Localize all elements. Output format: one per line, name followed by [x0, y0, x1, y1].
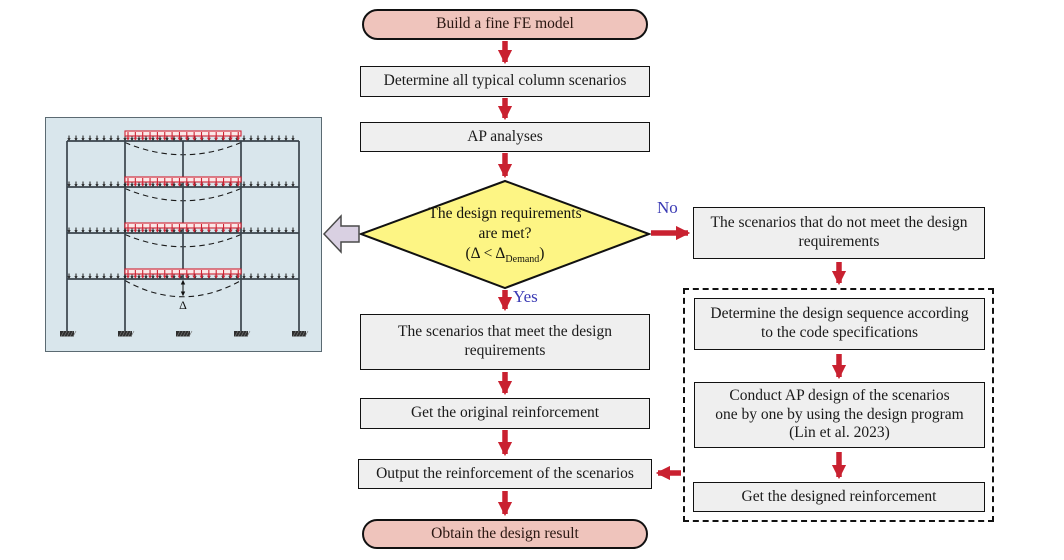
scenarios-not-meet-node: The scenarios that do not meet the desig… — [693, 207, 985, 259]
conduct-ap-node: Conduct AP design of the scenarios one b… — [694, 382, 985, 448]
design-loop-group — [683, 288, 994, 522]
fixed-supports — [60, 330, 309, 337]
yes-label: Yes — [513, 287, 538, 306]
frame-columns — [66, 141, 300, 331]
dimension-arrowhead-down — [180, 291, 186, 297]
scenarios-meet-node: The scenarios that meet the design requi… — [360, 314, 650, 370]
get-original-node: Get the original reinforcement — [360, 398, 650, 429]
decision-line1: The design requirements — [428, 205, 582, 222]
start-node: Build a fine FE model — [362, 9, 648, 40]
block-arrow-to-figure — [322, 214, 360, 254]
no-label: No — [657, 198, 678, 217]
distributed-load-arrows — [67, 130, 295, 279]
displacement-indicator: Δ — [179, 279, 187, 312]
delta-label: Δ — [179, 298, 187, 312]
determine-scenarios-node: Determine all typical column scenarios — [360, 66, 650, 97]
conduct-ap-line2: one by one by using the design program — [715, 405, 964, 423]
get-designed-node: Get the designed reinforcement — [693, 482, 985, 512]
ap-analyses-node: AP analyses — [360, 122, 650, 152]
decision-node: The design requirements are met? (Δ < ΔD… — [385, 204, 625, 266]
end-node: Obtain the design result — [362, 519, 648, 549]
conduct-ap-line1: Conduct AP design of the scenarios — [729, 386, 950, 404]
frame-structure-figure: Δ — [45, 117, 322, 352]
frame-beams — [67, 140, 299, 280]
dimension-arrowhead-up — [180, 279, 186, 285]
decision-line2: are met? — [478, 225, 532, 243]
decision-formula: (Δ < ΔDemand) — [465, 245, 545, 266]
output-reinforcement-node: Output the reinforcement of the scenario… — [358, 459, 652, 489]
frame-structure-svg: Δ — [60, 130, 309, 337]
conduct-ap-line3: (Lin et al. 2023) — [789, 424, 890, 442]
design-sequence-node: Determine the design sequence according … — [694, 298, 985, 350]
